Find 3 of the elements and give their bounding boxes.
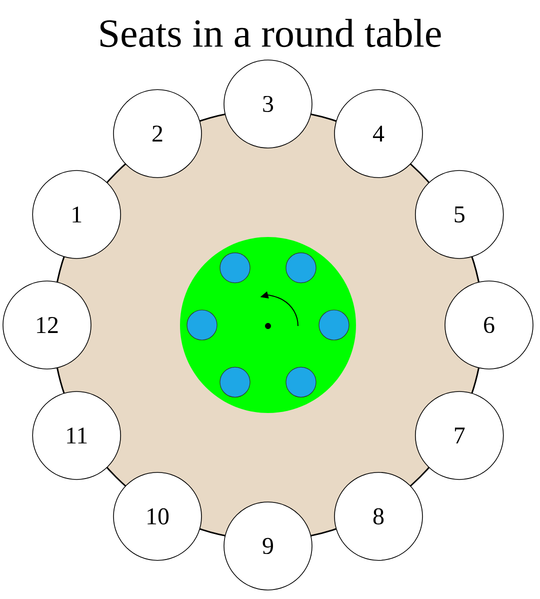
title: Seats in a round table — [100, 18, 441, 48]
node-label: 9 — [262, 538, 274, 554]
node-label: 6 — [484, 316, 494, 334]
